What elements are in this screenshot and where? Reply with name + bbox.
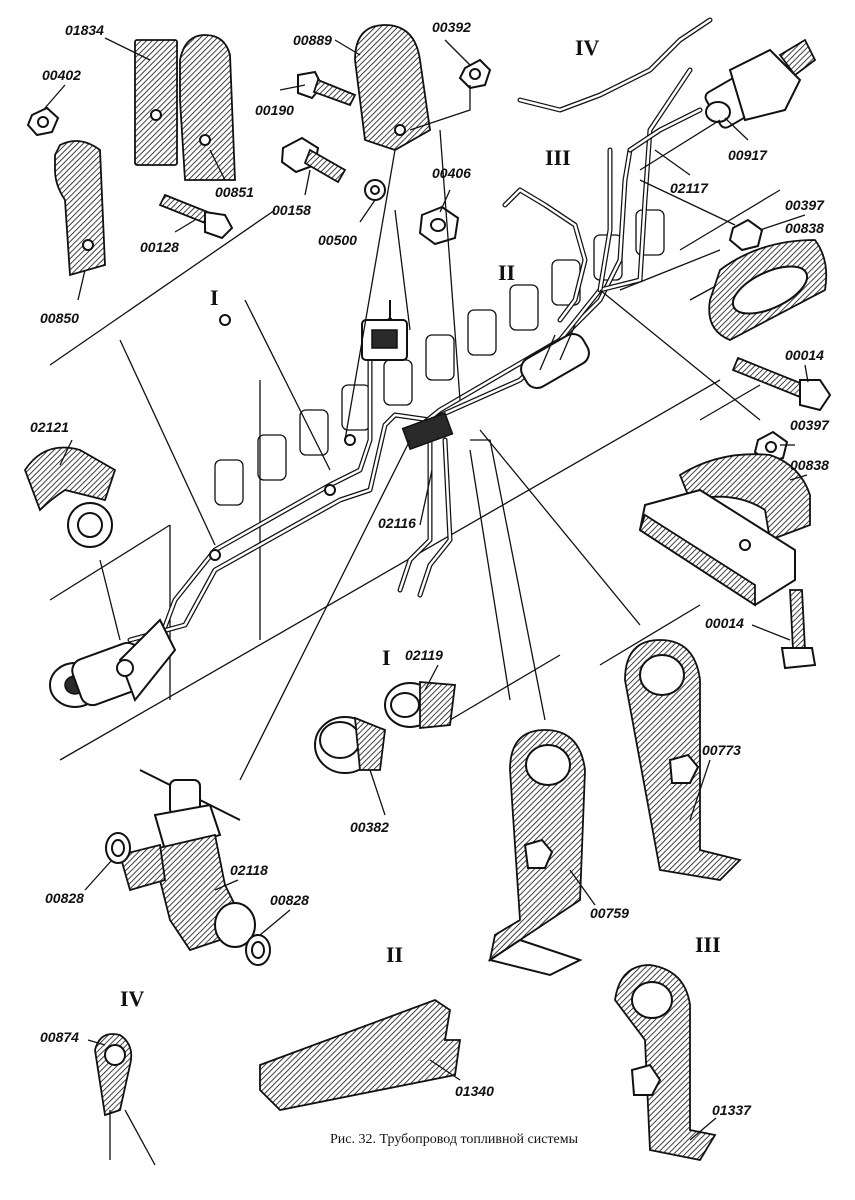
label-00397-top: 00397 [785, 197, 825, 213]
marker-iv-assembly: IV [575, 35, 600, 60]
label-00392: 00392 [432, 19, 471, 35]
label-00128: 00128 [140, 239, 179, 255]
view-markers: I II III IV I II III IV [120, 35, 721, 1011]
label-02117: 02117 [670, 180, 709, 196]
label-02118: 02118 [230, 862, 268, 878]
label-00773: 00773 [702, 742, 741, 758]
leader-lines [44, 37, 809, 1141]
label-00838-top: 00838 [785, 220, 824, 236]
nut-00402 [26, 106, 60, 137]
label-00828-left: 00828 [45, 890, 84, 906]
nut-00382 [314, 716, 386, 774]
label-00158: 00158 [272, 202, 311, 218]
label-02121: 02121 [30, 419, 69, 435]
marker-ii-detail: II [386, 942, 403, 967]
label-01340: 01340 [455, 1083, 494, 1099]
clamp-00838-top [708, 239, 828, 341]
label-02116: 02116 [378, 515, 416, 531]
bracket-00889 [354, 24, 431, 151]
bracket-00759 [487, 729, 586, 977]
label-00759: 00759 [590, 905, 629, 921]
marker-iii-detail: III [695, 932, 721, 957]
marker-i-detail: I [382, 645, 391, 670]
part-labels: 01834 00402 00851 00128 00850 00889 0039… [30, 19, 830, 1118]
label-00397-mid: 00397 [790, 417, 830, 433]
clamp-00838-mid [678, 453, 811, 542]
bracket-angle [638, 488, 796, 607]
bracket-01337 [614, 964, 717, 1162]
label-02119: 02119 [405, 647, 443, 663]
elbow-02121 [23, 446, 117, 548]
tank-outline [49, 189, 781, 761]
clamp-00850 [54, 140, 106, 277]
fuel-filter [520, 324, 590, 389]
strap-01834 [134, 39, 178, 166]
clamp-00851 [179, 34, 236, 181]
label-00889: 00889 [293, 32, 332, 48]
nut-00392 [458, 58, 492, 90]
label-00850: 00850 [40, 310, 79, 326]
marker-iv-detail: IV [120, 986, 145, 1011]
cock-02118 [118, 769, 256, 952]
fuel-pipeline [49, 17, 713, 708]
fitting-00917 [704, 38, 817, 129]
label-00402: 00402 [42, 67, 81, 83]
label-00828-right: 00828 [270, 892, 309, 908]
bolt-00128 [158, 193, 234, 240]
label-00851: 00851 [215, 184, 254, 200]
bolt-00158 [280, 136, 347, 184]
label-00500: 00500 [318, 232, 357, 248]
fuel-pump [49, 618, 177, 708]
washer-00500 [364, 179, 386, 201]
nipple-02119 [384, 681, 457, 729]
label-00917: 00917 [728, 147, 768, 163]
washer-00828-left [105, 832, 131, 864]
figure-caption: Рис. 32. Трубопровод топливной системы [330, 1132, 579, 1147]
bracket-01340 [259, 998, 462, 1111]
bolt-00190 [297, 70, 357, 107]
tank-ribs [214, 209, 665, 506]
bolt-00014-top [731, 356, 832, 412]
label-00838-mid: 00838 [790, 457, 829, 473]
label-00014-low: 00014 [705, 615, 744, 631]
clip-00874 [94, 1033, 156, 1166]
marker-iii-assembly: III [545, 145, 571, 170]
label-00406: 00406 [432, 165, 471, 181]
label-00190: 00190 [255, 102, 294, 118]
nut-00406 [418, 205, 460, 246]
label-01834: 01834 [65, 22, 104, 38]
label-00382: 00382 [350, 819, 389, 835]
bolt-00014-low [780, 589, 817, 670]
nut-00397-top [728, 218, 764, 252]
label-00874: 00874 [40, 1029, 79, 1045]
marker-ii-assembly: II [498, 260, 515, 285]
washer-00828-right [245, 934, 271, 966]
tap-assembly [361, 300, 408, 361]
marker-i-assembly: I [210, 285, 219, 310]
label-00014-top: 00014 [785, 347, 824, 363]
bracket-00773 [624, 639, 742, 881]
label-01337: 01337 [712, 1102, 752, 1118]
